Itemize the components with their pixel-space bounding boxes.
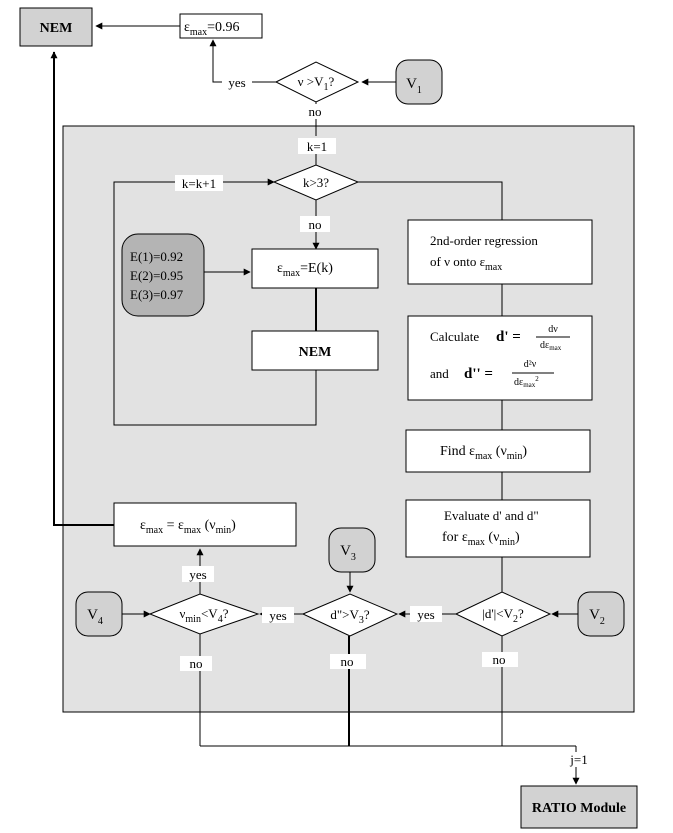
v2-node <box>577 591 625 637</box>
label-yes-v4: yes <box>189 567 206 582</box>
smax-assign-box <box>113 502 297 547</box>
label-yes-v3-to-v2: yes <box>417 607 434 622</box>
edge-v1-yes <box>209 39 276 83</box>
decision-d2-v3 <box>301 593 399 637</box>
decision-d1-v2-label: |d'|<V2? <box>482 606 524 625</box>
regression-box <box>407 219 593 285</box>
v3-node <box>328 527 376 573</box>
nem-top-label: NEM <box>40 21 73 36</box>
label-no-v1: no <box>309 104 322 119</box>
smax-assign-label: εmax = εmax (νmin) <box>140 518 236 536</box>
calc-num2: d²ν <box>524 359 537 370</box>
e-value-2: E(2)=0.95 <box>130 268 183 283</box>
v3-label: V3 <box>340 543 356 563</box>
calc-den1: dεmax <box>540 340 562 352</box>
evaluate-box <box>405 499 591 558</box>
edge-k3-yes <box>358 181 503 220</box>
e-value-1: E(1)=0.92 <box>130 249 183 264</box>
k-equals-1: k=1 <box>307 139 327 154</box>
nem-top-box <box>19 7 93 47</box>
calc-den2: dεmax2 <box>514 375 539 389</box>
v4-node <box>75 591 123 637</box>
decision-k3-label: k>3? <box>303 175 329 190</box>
v1-label: V1 <box>406 76 422 96</box>
regression-line1: 2nd-order regression <box>430 233 538 248</box>
edge-k-increment-loop <box>113 178 317 426</box>
label-yes-v1: yes <box>228 75 245 90</box>
calculate-d2: d'' = <box>464 366 493 382</box>
v1-node <box>395 59 443 105</box>
label-no-v3: no <box>341 654 354 669</box>
calculate-d1: d' = <box>496 329 521 345</box>
j-equals-1: j=1 <box>569 752 587 767</box>
calculate-box <box>407 315 593 401</box>
e-values-box <box>121 233 205 317</box>
ratio-module-box <box>520 785 638 829</box>
smax-ek-box <box>251 248 379 289</box>
decision-vmin-v4-label: νmin<V4? <box>180 606 229 625</box>
v2-label: V2 <box>589 607 605 627</box>
label-no-k3: no <box>309 217 322 232</box>
decision-k3 <box>272 164 360 201</box>
find-box <box>405 429 591 473</box>
smax-096-label: εmax=0.96 <box>184 20 240 38</box>
decision-v-v1-label: ν >V1? <box>298 74 335 93</box>
evaluate-line2: for εmax (νmin) <box>442 530 520 548</box>
decision-vmin-v4 <box>148 593 260 635</box>
e-value-3: E(3)=0.97 <box>130 287 184 302</box>
nem-inner-label: NEM <box>299 345 332 360</box>
v4-label: V4 <box>87 607 103 627</box>
evaluate-line1: Evaluate d' and d" <box>444 508 539 523</box>
decision-v-v1 <box>274 61 360 103</box>
smax-ek-label: εmax=E(k) <box>277 261 333 279</box>
ratio-module-label: RATIO Module <box>532 801 626 816</box>
label-yes-v4-to-v3: yes <box>269 608 286 623</box>
k-increment-label: k=k+1 <box>182 176 216 191</box>
calculate-text: Calculate <box>430 329 479 344</box>
smax-096-box <box>179 13 263 39</box>
decision-d2-v3-label: d">V3? <box>330 607 370 626</box>
decision-d1-v2 <box>454 591 552 637</box>
regression-line2: of ν onto εmax <box>430 254 502 273</box>
label-no-v2: no <box>493 652 506 667</box>
label-no-v4: no <box>190 656 203 671</box>
calculate-and: and <box>430 366 449 381</box>
calc-num1: dν <box>548 324 558 335</box>
feedback-line-to-nem <box>50 51 114 526</box>
nem-inner-box <box>251 330 379 371</box>
find-label: Find εmax (νmin) <box>440 444 527 462</box>
